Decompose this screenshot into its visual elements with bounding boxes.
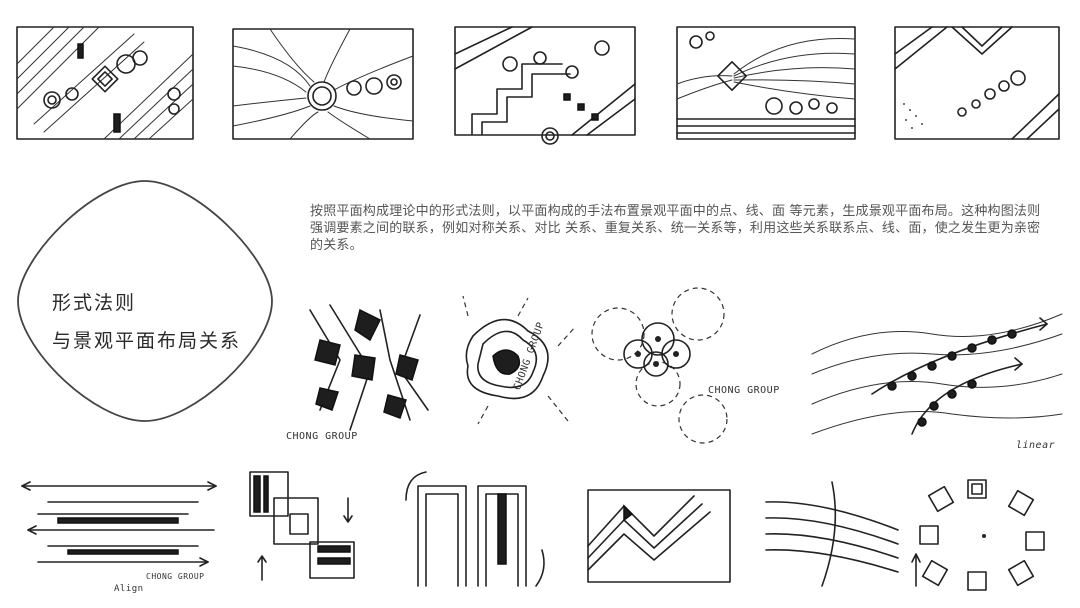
plan-sketch-chevron-bands [892, 24, 1062, 142]
title-line-1: 形式法则 [52, 288, 136, 315]
plan-sketch-radial-curves [230, 26, 416, 142]
pattern-sketch-nested-frames [396, 470, 556, 588]
concept-sketch-contour-blob [448, 296, 578, 426]
sketch-label-chong-group-3: CHONG GROUP [708, 385, 780, 396]
pattern-sketch-offset-squares [244, 468, 364, 584]
concept-sketch-dashed-circles [588, 284, 738, 444]
sketch-label-chong-group-1: CHONG GROUP [286, 431, 358, 442]
concept-sketch-flow-lines [812, 294, 1064, 458]
sketch-label-align: Align [114, 584, 144, 594]
sketch-label-chong-group-4: CHONG GROUP [146, 572, 204, 581]
plan-sketch-stepped-zigzag [452, 24, 638, 144]
title-line-2: 与景观平面布局关系 [52, 326, 241, 353]
plan-sketch-converging-lines [674, 24, 858, 142]
pattern-sketch-parallel-arrows [18, 478, 220, 584]
sketch-label-linear: linear [1016, 440, 1055, 451]
description-paragraph: 按照平面构成理论中的形式法则，以平面构成的手法布置景观平面中的点、线、面 等元素… [310, 203, 1050, 254]
pattern-sketch-wave-lines [762, 480, 902, 588]
plan-sketch-diagonal-grid [14, 24, 196, 142]
pattern-sketch-stepped-diagonal [584, 486, 734, 586]
pattern-sketch-radial-squares [914, 476, 1064, 594]
concept-sketch-black-blocks [300, 300, 440, 440]
